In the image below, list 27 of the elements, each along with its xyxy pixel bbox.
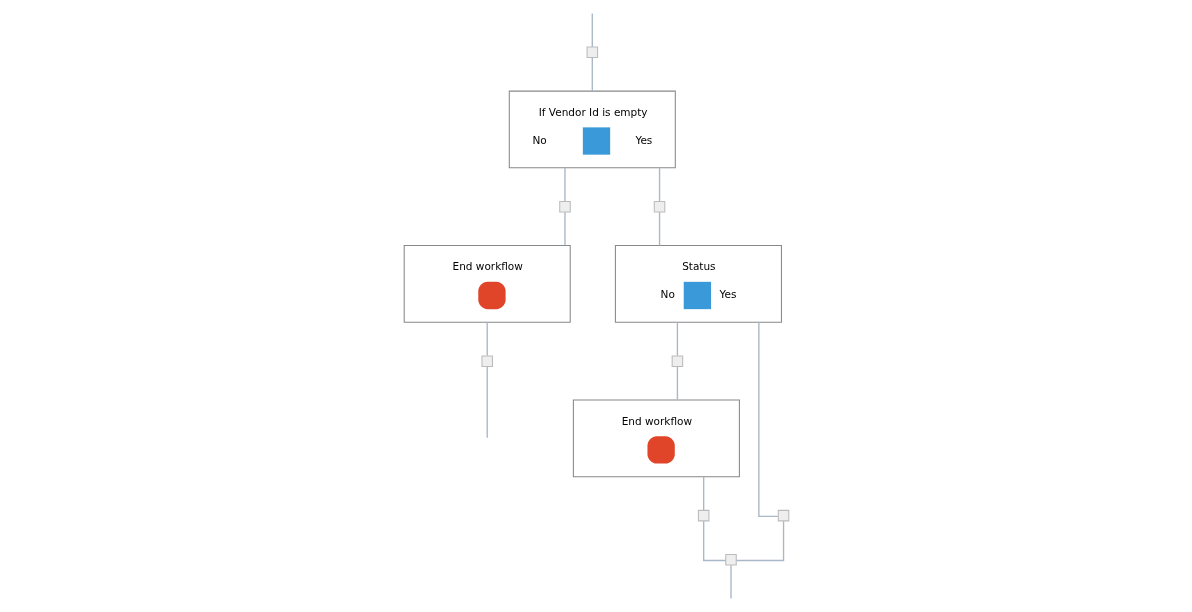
connector	[658, 211, 660, 247]
node-box	[724, 554, 737, 566]
connector	[563, 211, 566, 247]
node-box: End workflow	[572, 399, 740, 478]
connector	[676, 366, 678, 401]
node-box	[558, 200, 571, 213]
connector	[591, 12, 593, 48]
node-box: Status No Yes	[614, 245, 782, 323]
node-box: If Vendor Id is empty No Yes	[508, 90, 676, 169]
connector	[735, 520, 784, 562]
node-box	[671, 355, 683, 367]
connector	[658, 167, 660, 202]
connector	[486, 321, 488, 357]
node-box	[653, 200, 665, 213]
connector	[676, 321, 678, 357]
node-box	[586, 46, 598, 58]
connector	[702, 520, 726, 562]
connector	[486, 366, 488, 439]
connector	[757, 321, 778, 518]
node-box	[697, 509, 709, 522]
node-box	[480, 355, 493, 367]
connector	[729, 564, 732, 600]
connector	[702, 476, 704, 511]
connector	[591, 57, 593, 92]
connector	[563, 167, 566, 202]
node-box: End workflow	[403, 245, 571, 323]
node-box	[777, 509, 789, 522]
